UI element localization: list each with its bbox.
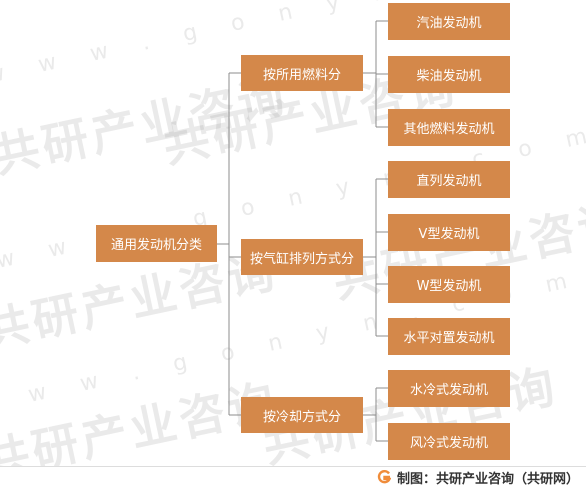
footer-bar bbox=[0, 466, 586, 489]
category-label: 按所用燃料分 bbox=[262, 67, 341, 83]
leaf-node: 水冷式发动机 bbox=[388, 370, 510, 407]
category-node-cooling: 按冷却方式分 bbox=[241, 397, 363, 433]
leaf-label: 水平对置发动机 bbox=[403, 331, 495, 346]
leaf-node: 其他燃料发动机 bbox=[388, 109, 510, 146]
root-node: 通用发动机分类 bbox=[96, 225, 217, 262]
leaf-node: 汽油发动机 bbox=[388, 3, 510, 40]
category-node-cylinder: 按气缸排列方式分 bbox=[241, 239, 363, 275]
leaf-node: W型发动机 bbox=[388, 266, 510, 303]
leaf-label: 柴油发动机 bbox=[416, 69, 482, 84]
leaf-label: V型发动机 bbox=[418, 227, 480, 242]
leaf-label: 风冷式发动机 bbox=[409, 436, 488, 451]
category-node-fuel: 按所用燃料分 bbox=[241, 55, 363, 91]
leaf-label: 汽油发动机 bbox=[416, 16, 482, 31]
category-label: 按冷却方式分 bbox=[262, 409, 341, 425]
leaf-label: 水冷式发动机 bbox=[409, 383, 488, 398]
leaf-node: V型发动机 bbox=[388, 214, 510, 251]
leaf-node: 水平对置发动机 bbox=[388, 318, 510, 355]
leaf-node: 直列发动机 bbox=[388, 161, 510, 198]
gonyn-logo-icon bbox=[377, 470, 391, 484]
root-node-label: 通用发动机分类 bbox=[110, 238, 202, 253]
leaf-node: 风冷式发动机 bbox=[388, 423, 510, 460]
leaf-label: 其他燃料发动机 bbox=[403, 122, 495, 137]
leaf-node: 柴油发动机 bbox=[388, 56, 510, 93]
category-label: 按气缸排列方式分 bbox=[249, 251, 354, 267]
leaf-label: 直列发动机 bbox=[416, 174, 482, 189]
source-credit: 制图：共研产业咨询（共研网） bbox=[397, 472, 580, 487]
leaf-label: W型发动机 bbox=[416, 279, 482, 294]
